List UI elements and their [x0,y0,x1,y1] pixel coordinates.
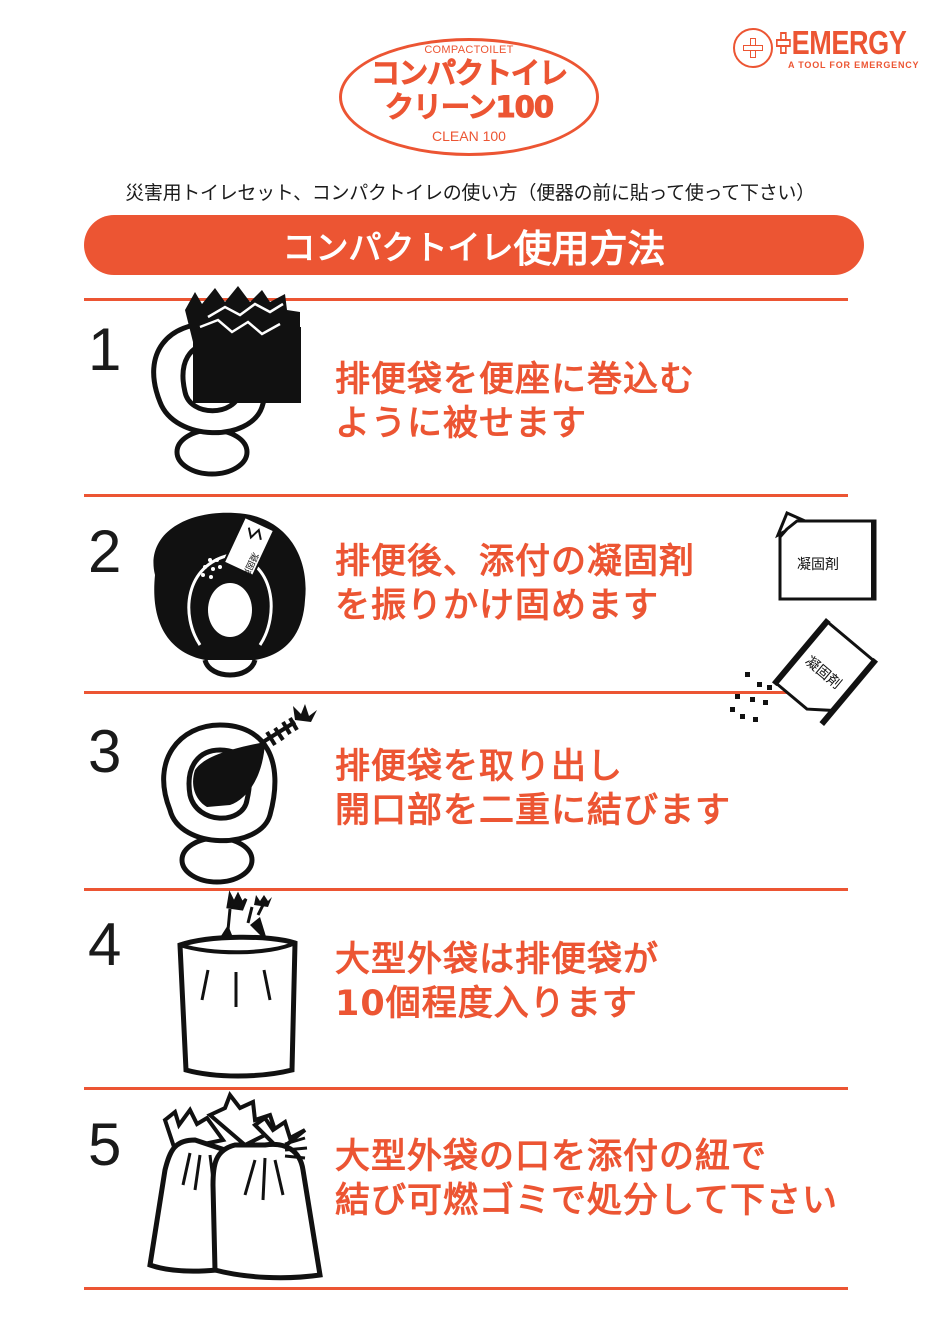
step-2-text: 排便後、添付の凝固剤 を振りかけ固めます [335,542,696,626]
subtitle: 災害用トイレセット、コンパクトイレの使い方（便器の前に貼って使って下さい） [125,182,815,204]
divider [84,494,848,497]
tied-garbage-bags-icon [147,1090,323,1281]
divider [84,691,848,694]
bag-over-toilet-seat-icon [151,286,301,477]
tied-bag-icon [161,704,317,885]
step-number: 5 [88,1111,122,1178]
step-1-text: 排便袋を便座に巻込む ように被せます [335,360,696,444]
divider [84,888,848,891]
step-number: 2 [88,518,122,585]
brand-name: EMERGY [776,24,907,62]
step-number: 4 [88,911,122,978]
step-number: 1 [88,316,122,383]
logo-line-1: コンパクトイレ [370,56,568,90]
sprinkle-coagulant-icon: 凝固剤 [153,512,306,678]
product-logo [339,38,599,156]
divider [84,1287,848,1290]
divider [84,298,848,301]
outer-bag-icon [177,890,298,1079]
divider [84,1087,848,1090]
logo-top-label: COMPACTOILET [424,44,514,56]
brand-tagline: A TOOL FOR EMERGENCY [788,60,920,70]
step-3-text: 排便袋を取り出し 開口部を二重に結びます [335,747,732,831]
logo-bottom-label: CLEAN 100 [432,128,506,144]
coagulant-packet-icon: 凝固剤 凝固剤 [730,511,879,727]
banner-title: 使用方法 [513,226,666,271]
svg-text:凝固剤: 凝固剤 [797,557,839,573]
banner-prefix: コンパクトイレ [282,228,514,267]
step-5-text: 大型外袋の口を添付の紐で 結び可燃ゴミで処分して下さい [335,1137,838,1221]
step-4-text: 大型外袋は排便袋が 10個程度入ります [335,940,660,1024]
step-number: 3 [88,718,122,785]
cross-badge-icon [733,28,773,68]
plus-icon [776,30,791,56]
section-banner: コンパクトイレ使用方法 [84,215,864,275]
logo-line-2: クリーン100 [384,90,554,124]
